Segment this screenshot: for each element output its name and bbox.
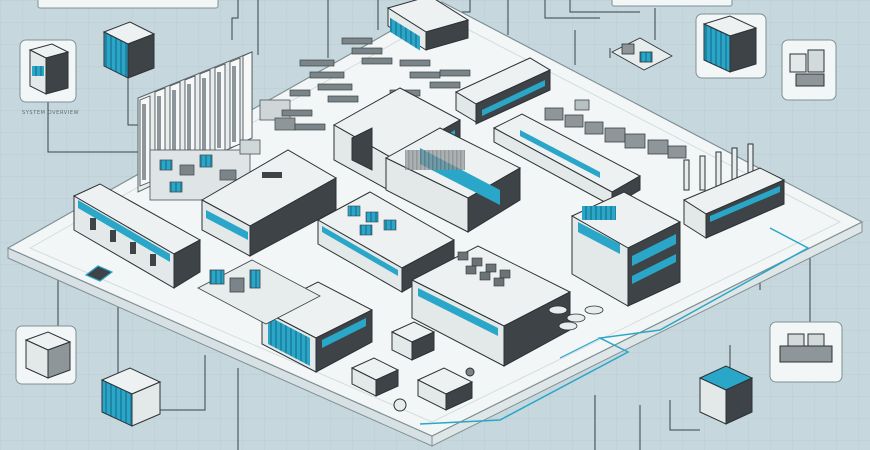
caption-label: SYSTEM OVERVIEW bbox=[22, 110, 80, 116]
database-cube-icon bbox=[698, 365, 754, 425]
platform-top bbox=[6, 1, 864, 437]
cube-module-icon bbox=[102, 21, 156, 79]
building-front-left bbox=[260, 281, 374, 373]
machinery-right-top bbox=[544, 99, 687, 159]
machinery-left-front bbox=[197, 259, 321, 325]
building-right-tall bbox=[570, 191, 682, 307]
server-box-icon bbox=[15, 325, 77, 385]
building-center bbox=[384, 127, 522, 233]
top-left-callout bbox=[37, 0, 219, 9]
machine-rack-icon bbox=[769, 321, 843, 383]
accent-pipeline-2 bbox=[559, 337, 601, 359]
machine-rows-top bbox=[281, 37, 471, 131]
building-b bbox=[454, 57, 552, 125]
building-top-center bbox=[386, 0, 470, 51]
building-long-front bbox=[72, 183, 202, 289]
chimney-stacks bbox=[683, 143, 754, 191]
data-stack-icon bbox=[100, 367, 162, 427]
floor-marker bbox=[84, 265, 114, 282]
building-east-wing bbox=[682, 167, 786, 239]
small-units-front bbox=[350, 321, 475, 412]
building-left-mid bbox=[200, 149, 338, 257]
server-rack-icon bbox=[19, 39, 77, 103]
machine-cluster-icon bbox=[781, 39, 837, 101]
storage-unit-icon bbox=[695, 13, 767, 79]
connector-lines bbox=[47, 0, 811, 450]
storage-tanks bbox=[548, 305, 604, 331]
top-right-callout bbox=[611, 0, 733, 7]
workbench-icon bbox=[611, 37, 673, 71]
